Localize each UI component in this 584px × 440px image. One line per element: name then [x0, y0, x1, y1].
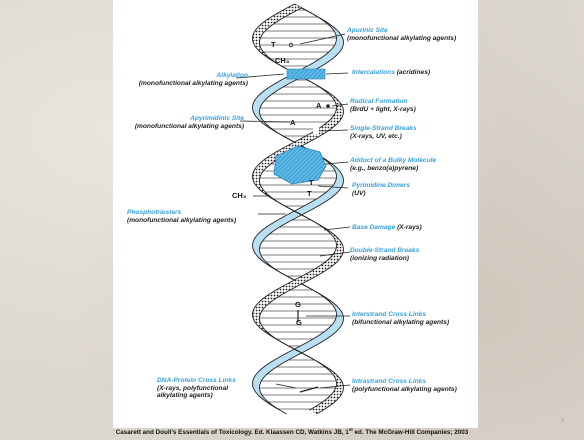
intercalator-shape [287, 69, 325, 79]
base-t-dimer-2: T [307, 189, 312, 198]
label-interstrand-cross-links: Interstrand Cross Links (bifunctional al… [352, 311, 449, 326]
base-g-1: G [295, 300, 301, 309]
label-bulky-adduct: Adduct of a Bulky Molecule (e.g., benzo(… [350, 157, 436, 172]
label-radical-formation: Radical Formation (BrdU + light, X-rays) [350, 98, 416, 113]
single-strand-break-gap [313, 128, 319, 134]
base-g-2: G [296, 318, 302, 327]
label-apyrimidinic-site: Apyrimidinic Site (monofunctional alkyla… [135, 115, 244, 130]
methyl-group-top: CH₃ [275, 56, 289, 65]
label-base-damage: Base Damage (X-rays) [352, 224, 422, 232]
pointer-line [240, 121, 290, 122]
label-intercalations: Intercalations (acridines) [352, 69, 430, 77]
radical-dot [326, 104, 330, 108]
base-a-single: A [290, 118, 295, 127]
citation: Casarett and Doull’s Essentials of Toxic… [0, 427, 584, 436]
methyl-group-left: CH₃ [232, 191, 246, 200]
label-single-strand-breaks: Single-Strand Breaks (X-rays, UV, etc.) [350, 125, 417, 140]
pointer-line [326, 73, 348, 74]
base-t-top: T [271, 40, 276, 49]
base-t-dimer-1: T [309, 178, 314, 187]
pointer-line [324, 227, 350, 230]
backbone-strand-a [253, 4, 344, 414]
label-dna-protein-cross-links: DNA-Protein Cross Links (X-rays, polyfun… [157, 377, 236, 400]
label-double-strand-breaks: Double-Strand Breaks (ionizing radiation… [350, 247, 419, 262]
slide-number: 5 [561, 418, 564, 424]
label-pyrimidine-dimers: Pyrimidine Dimers (UV) [352, 182, 410, 197]
label-apurinic-site: Apurinic Site (monofunctional alkylating… [347, 27, 456, 42]
base-a-radical: A [316, 101, 321, 110]
pointer-line [320, 385, 350, 388]
label-intrastrand-cross-links: Intrastrand Cross Links (polyfunctional … [352, 378, 457, 393]
label-phosphotriesters: Phosphotriesters (monofunctional alkylat… [127, 209, 236, 224]
label-alkylation: Alkylation (monofunctional alkylating ag… [139, 72, 248, 87]
pointer-line [276, 384, 296, 388]
